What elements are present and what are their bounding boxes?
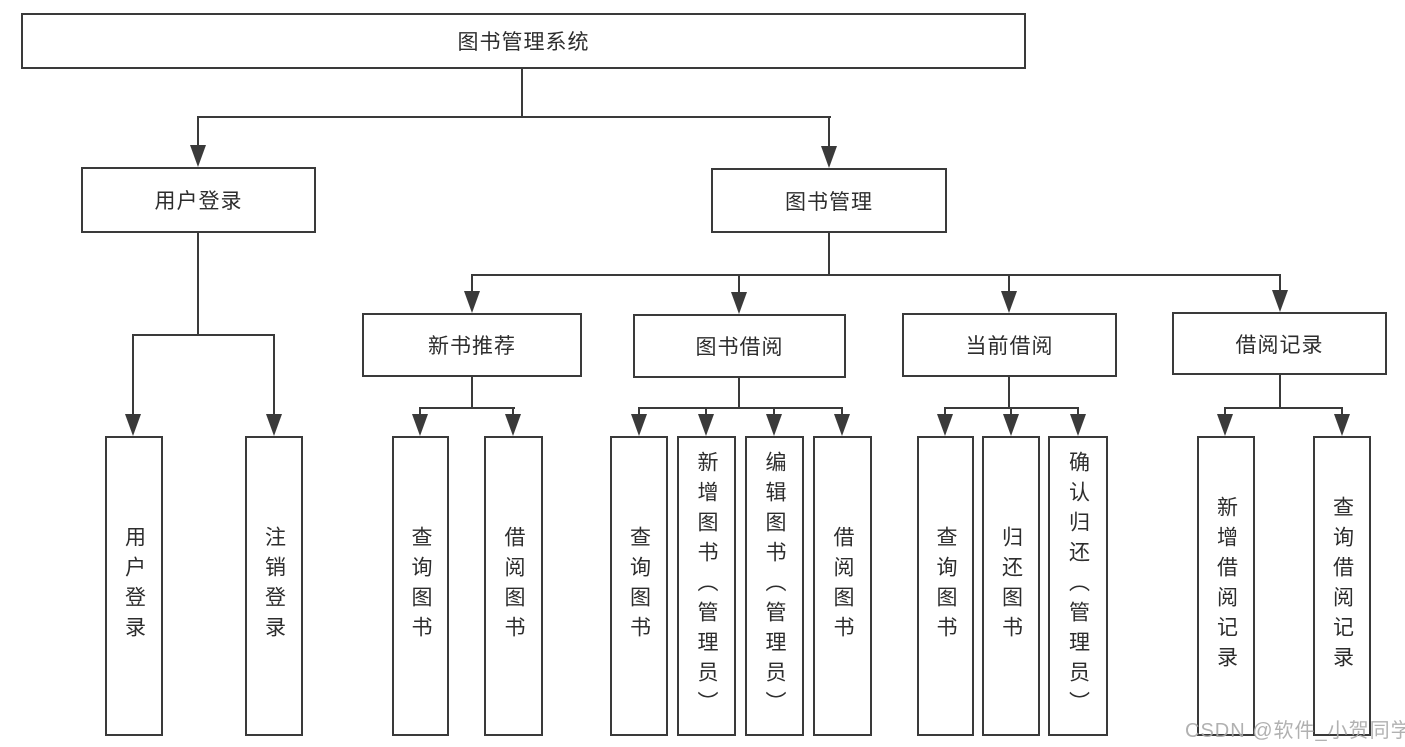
leaf-borrow-books: 借阅图书 [813, 436, 872, 736]
arrow-down-icon [1334, 414, 1350, 436]
arrow-down-icon [821, 146, 837, 168]
connector-line [738, 377, 740, 409]
node-current-borrow-label: 当前借阅 [965, 335, 1054, 358]
node-book-management: 图书管理 [711, 168, 947, 233]
leaf-edit-books-admin-label: 编辑图书（管理员） [763, 451, 786, 721]
leaf-edit-books-admin: 编辑图书（管理员） [745, 436, 804, 736]
connector-line [273, 334, 275, 416]
leaf-query-borrow-record-label: 查询借阅记录 [1330, 496, 1354, 676]
node-new-book-recommend: 新书推荐 [362, 313, 582, 377]
node-user-login: 用户登录 [81, 167, 316, 233]
node-book-borrow: 图书借阅 [633, 314, 846, 378]
connector-line [1010, 407, 1012, 416]
leaf-query-books-current: 查询图书 [917, 436, 974, 736]
arrow-down-icon [1217, 414, 1233, 436]
connector-line [419, 407, 515, 409]
leaf-confirm-return-admin-label: 确认归还（管理员） [1066, 451, 1090, 721]
connector-line [521, 68, 523, 118]
connector-line [828, 116, 830, 148]
node-library-system: 图书管理系统 [21, 13, 1026, 69]
arrow-down-icon [190, 145, 206, 167]
connector-line [197, 116, 199, 147]
arrow-down-icon [1003, 414, 1019, 436]
connector-line [1224, 407, 1343, 409]
leaf-return-books-label: 归还图书 [999, 526, 1023, 646]
connector-line [1224, 407, 1226, 416]
connector-line [471, 274, 473, 293]
node-borrow-records-label: 借阅记录 [1235, 333, 1324, 357]
arrow-down-icon [834, 414, 850, 436]
connector-line [1279, 374, 1281, 409]
arrow-down-icon [1272, 290, 1288, 312]
connector-line [132, 334, 275, 336]
watermark: CSDN @软件_小贺同学 [1185, 720, 1405, 742]
leaf-add-books-admin: 新增图书（管理员） [677, 436, 736, 736]
connector-line [1008, 376, 1010, 409]
arrow-down-icon [266, 414, 282, 436]
node-book-management-label: 图书管理 [785, 190, 873, 214]
arrow-down-icon [731, 292, 747, 314]
leaf-query-books-current-label: 查询图书 [934, 526, 957, 646]
connector-line [828, 232, 830, 276]
leaf-query-books-recommend: 查询图书 [392, 436, 449, 736]
connector-line [197, 116, 831, 118]
arrow-down-icon [698, 414, 714, 436]
node-book-borrow-label: 图书借阅 [695, 336, 784, 359]
connector-line [944, 407, 946, 416]
leaf-add-borrow-record: 新增借阅记录 [1197, 436, 1255, 736]
connector-line [419, 407, 421, 416]
leaf-add-books-admin-label: 新增图书（管理员） [695, 451, 718, 721]
node-user-login-label: 用户登录 [154, 190, 243, 213]
arrow-down-icon [1070, 414, 1086, 436]
connector-line [197, 232, 199, 336]
connector-line [1279, 274, 1281, 293]
connector-line [705, 407, 707, 416]
connector-line [132, 334, 134, 416]
leaf-user-login: 用户登录 [105, 436, 163, 736]
arrow-down-icon [766, 414, 782, 436]
arrow-down-icon [505, 414, 521, 436]
arrow-down-icon [125, 414, 141, 436]
connector-line [773, 407, 775, 416]
leaf-return-books: 归还图书 [982, 436, 1040, 736]
connector-line [841, 407, 843, 416]
leaf-query-books-recommend-label: 查询图书 [409, 526, 432, 646]
leaf-logout-label: 注销登录 [262, 526, 286, 646]
leaf-borrow-books-recommend: 借阅图书 [484, 436, 543, 736]
arrow-down-icon [937, 414, 953, 436]
arrow-down-icon [1001, 291, 1017, 313]
connector-line [1008, 274, 1010, 293]
leaf-borrow-books-label: 借阅图书 [831, 526, 854, 646]
node-borrow-records: 借阅记录 [1172, 312, 1387, 375]
node-new-book-recommend-label: 新书推荐 [428, 335, 516, 358]
node-library-system-label: 图书管理系统 [457, 31, 590, 54]
leaf-logout: 注销登录 [245, 436, 303, 736]
leaf-add-borrow-record-label: 新增借阅记录 [1214, 496, 1238, 676]
leaf-confirm-return-admin: 确认归还（管理员） [1048, 436, 1108, 736]
leaf-user-login-label: 用户登录 [122, 526, 146, 646]
connector-line [512, 407, 514, 416]
leaf-query-borrow-record: 查询借阅记录 [1313, 436, 1371, 736]
connector-line [1341, 407, 1343, 416]
connector-line [638, 407, 843, 409]
connector-line [738, 274, 740, 293]
leaf-query-books-borrow: 查询图书 [610, 436, 668, 736]
leaf-query-books-borrow-label: 查询图书 [627, 526, 651, 646]
connector-line [471, 274, 1281, 276]
connector-line [1077, 407, 1079, 416]
connector-line [638, 407, 640, 416]
connector-line [471, 376, 473, 409]
leaf-borrow-books-recommend-label: 借阅图书 [502, 526, 525, 646]
arrow-down-icon [631, 414, 647, 436]
arrow-down-icon [412, 414, 428, 436]
arrow-down-icon [464, 291, 480, 313]
node-current-borrow: 当前借阅 [902, 313, 1117, 377]
